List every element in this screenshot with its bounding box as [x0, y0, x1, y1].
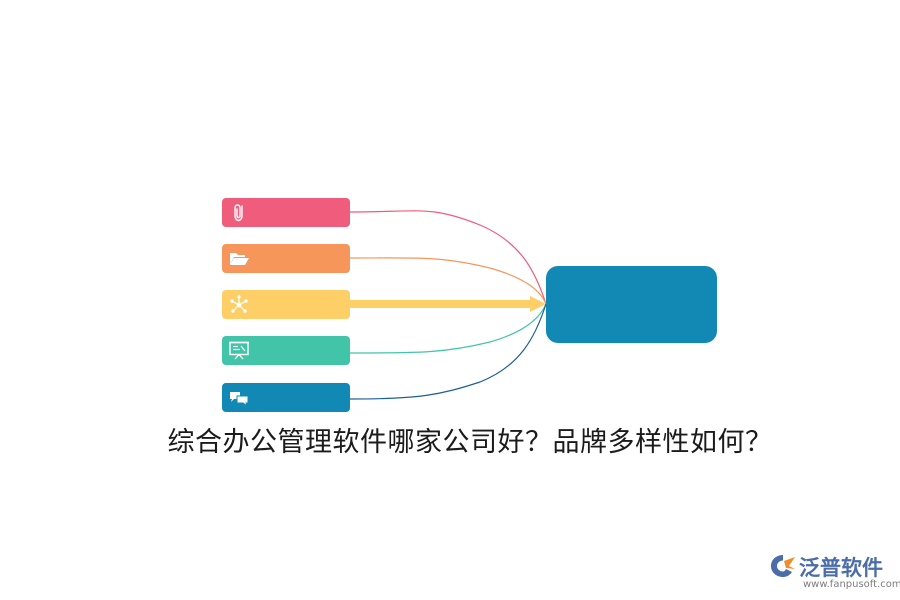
- folder-open-icon: [230, 253, 249, 265]
- connector-orange: [349, 257, 547, 305]
- connector-blue: [349, 303, 547, 400]
- brand-name: 泛普软件: [799, 556, 883, 580]
- topic-node-3: [222, 290, 350, 319]
- diagram-caption: 综合办公管理软件哪家公司好？品牌多样性如何？: [167, 427, 773, 458]
- brand-watermark: 泛普软件 www.fanpusoft.com: [765, 550, 900, 595]
- topic-node-2: [222, 244, 350, 273]
- connector-yellow-arrow: [350, 296, 546, 312]
- topic-node-1: [222, 198, 350, 227]
- central-topic-box: [546, 266, 717, 343]
- connector-teal: [349, 303, 547, 354]
- presentation-board-icon: [229, 341, 249, 360]
- topic-node-4: [222, 336, 350, 365]
- network-icon: [230, 295, 248, 313]
- chat-bubbles-icon: [230, 392, 249, 408]
- topic-node-5: [222, 383, 350, 412]
- brand-url: www.fanpusoft.com: [803, 579, 900, 590]
- fanpu-logo-icon: [771, 555, 795, 577]
- connector-pink: [349, 210, 547, 305]
- paperclip-icon: [234, 204, 243, 222]
